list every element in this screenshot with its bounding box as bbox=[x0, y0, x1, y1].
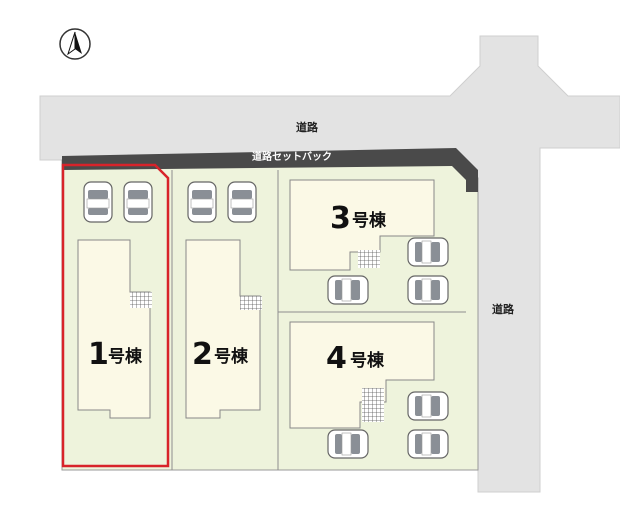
car-icon bbox=[407, 391, 449, 421]
setback-label: 道路セットバック bbox=[252, 150, 332, 163]
entrance-tile-2 bbox=[240, 296, 262, 310]
road-label-right: 道路 bbox=[492, 302, 515, 316]
entrance-tile-1 bbox=[130, 292, 152, 308]
lot-number-4: 4 bbox=[326, 341, 347, 376]
road-label-top: 道路 bbox=[296, 120, 319, 134]
lot-dividers bbox=[171, 170, 466, 470]
lot-2[interactable]: 2 号棟 bbox=[185, 181, 262, 419]
lot-suffix-3: 号棟 bbox=[352, 210, 387, 231]
car-icon bbox=[327, 429, 369, 459]
entrance-tile-3 bbox=[358, 250, 380, 268]
compass bbox=[59, 28, 91, 60]
north-arrow-icon bbox=[75, 32, 82, 54]
lot-1-highlight bbox=[61, 163, 170, 468]
lot-4[interactable]: 4 号棟 bbox=[289, 321, 449, 459]
car-icon bbox=[187, 181, 217, 223]
car-icon bbox=[123, 181, 153, 223]
lot-1[interactable]: 1 号棟 bbox=[77, 181, 153, 419]
building-footprint-4 bbox=[289, 321, 435, 429]
lot-number-3: 3 bbox=[330, 201, 351, 236]
entrance-tile-4 bbox=[362, 388, 384, 422]
lot-number-2: 2 bbox=[192, 337, 213, 372]
car-icon bbox=[83, 181, 113, 223]
car-icon bbox=[407, 275, 449, 305]
car-icon bbox=[327, 275, 369, 305]
building-footprint-1 bbox=[77, 239, 151, 419]
lot-suffix-1: 号棟 bbox=[108, 346, 143, 367]
lot-suffix-2: 号棟 bbox=[214, 346, 249, 367]
lot-number-1: 1 bbox=[88, 337, 109, 372]
lot-3[interactable]: 3 号棟 bbox=[289, 179, 449, 305]
setback-band bbox=[62, 148, 478, 192]
lot-suffix-4: 号棟 bbox=[350, 350, 385, 371]
car-icon bbox=[407, 429, 449, 459]
car-icon bbox=[407, 237, 449, 267]
building-footprint-2 bbox=[185, 239, 261, 419]
car-icon bbox=[227, 181, 257, 223]
